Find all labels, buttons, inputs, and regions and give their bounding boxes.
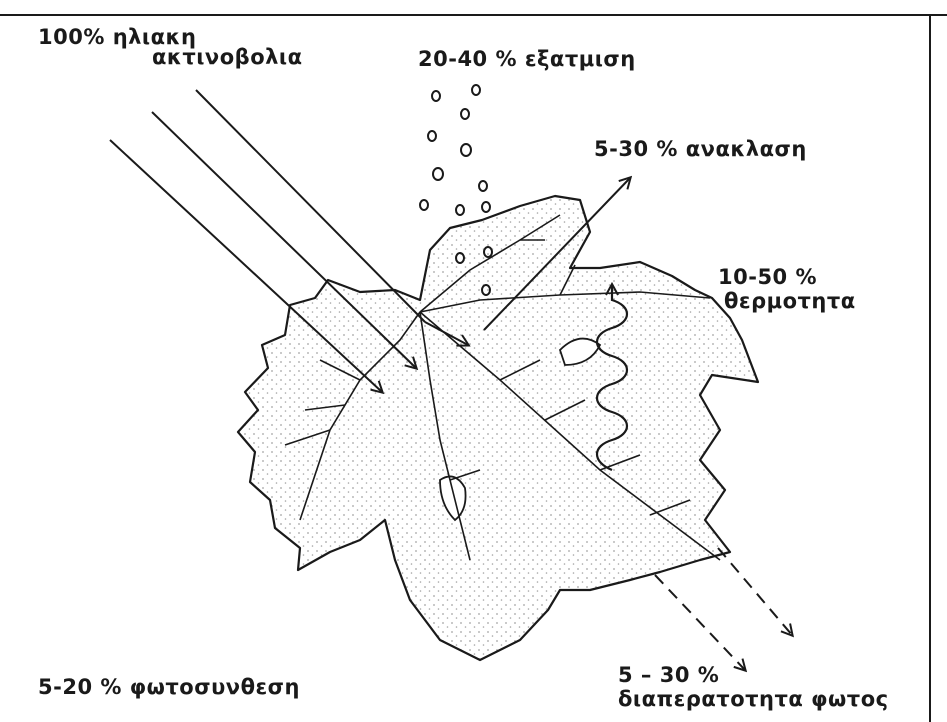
photosynthesis-label: 5-20 % φωτοσυνθεση [38,676,300,698]
heat-label-line2: θερμοτητα [724,290,856,312]
reflection-label: 5-30 % ανακλαση [594,138,807,160]
transmission-label-line2: διαπερατοτητα φωτος [618,688,889,710]
leaf-outline [238,196,758,660]
transmission-label-line1: 5 – 30 % [618,664,719,686]
evaporation-label: 20-40 % εξατμιση [418,48,636,70]
heat-label-line1: 10-50 % [718,266,817,288]
solar-label-line2: ακτινοβολια [152,46,303,68]
